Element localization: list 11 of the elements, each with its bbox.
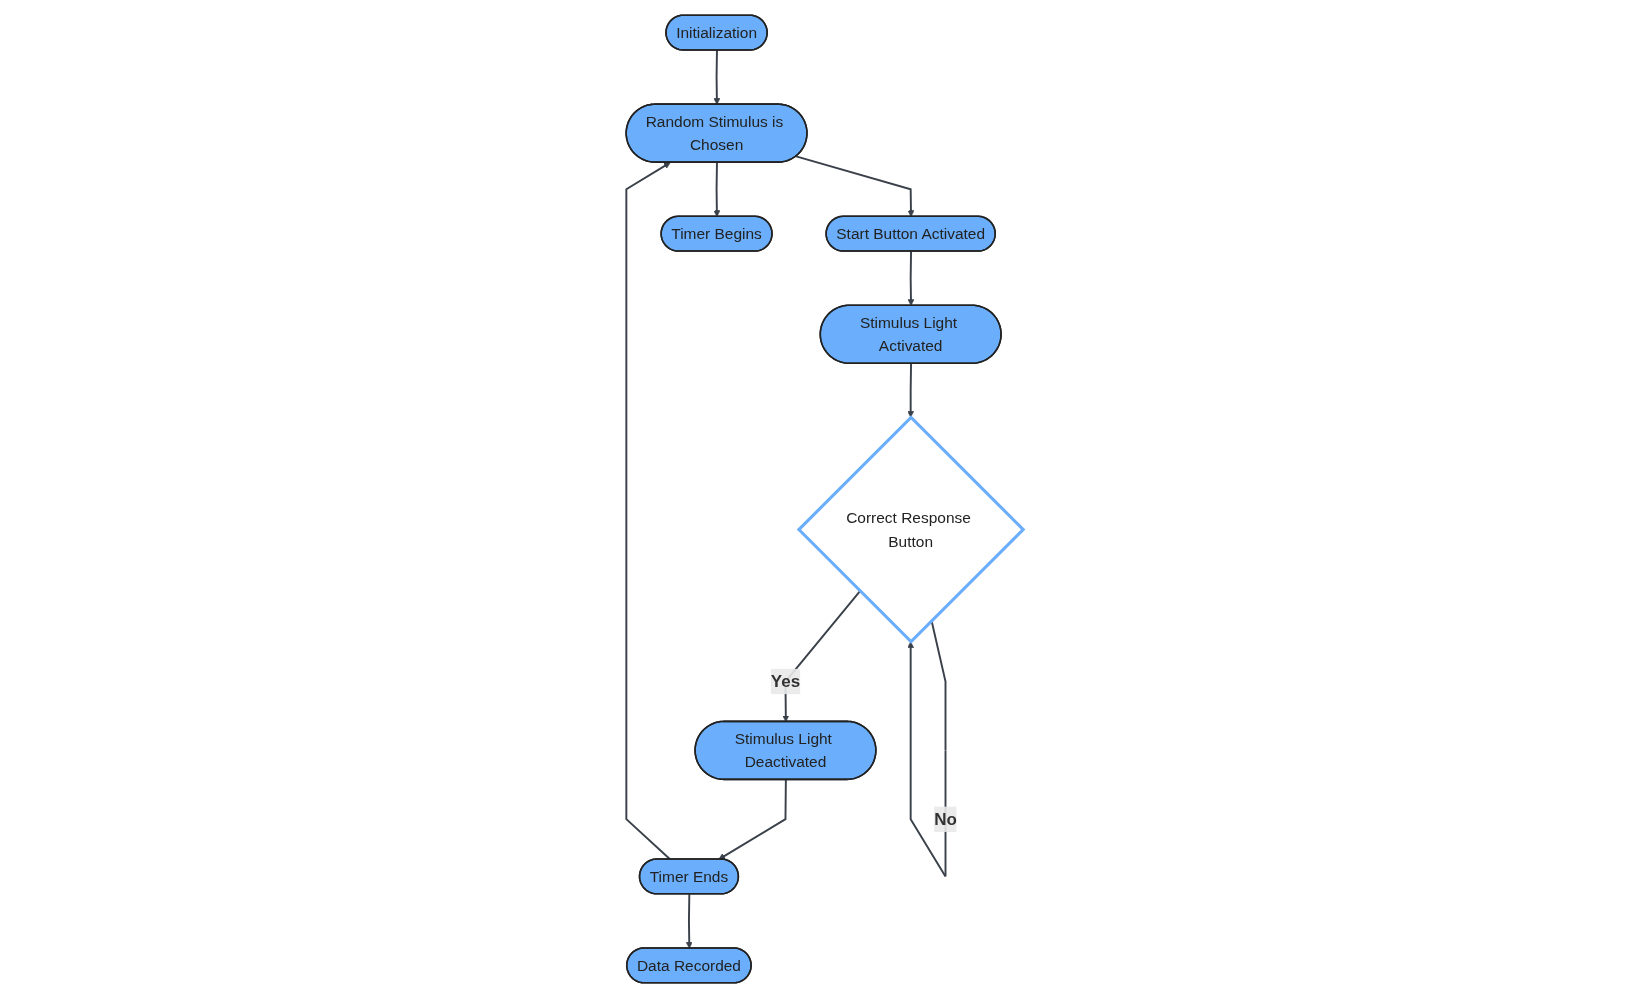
edge-label: No xyxy=(934,809,958,829)
edge-label: Yes xyxy=(771,671,801,692)
arrow xyxy=(907,362,915,418)
arrow xyxy=(718,778,788,860)
node-diamond: Correct Response Button xyxy=(797,415,1026,644)
arrow xyxy=(625,162,672,861)
arrow xyxy=(686,893,693,949)
arrow xyxy=(907,250,915,306)
arrow xyxy=(795,155,915,217)
arrow xyxy=(713,161,721,217)
arrow xyxy=(713,49,721,105)
